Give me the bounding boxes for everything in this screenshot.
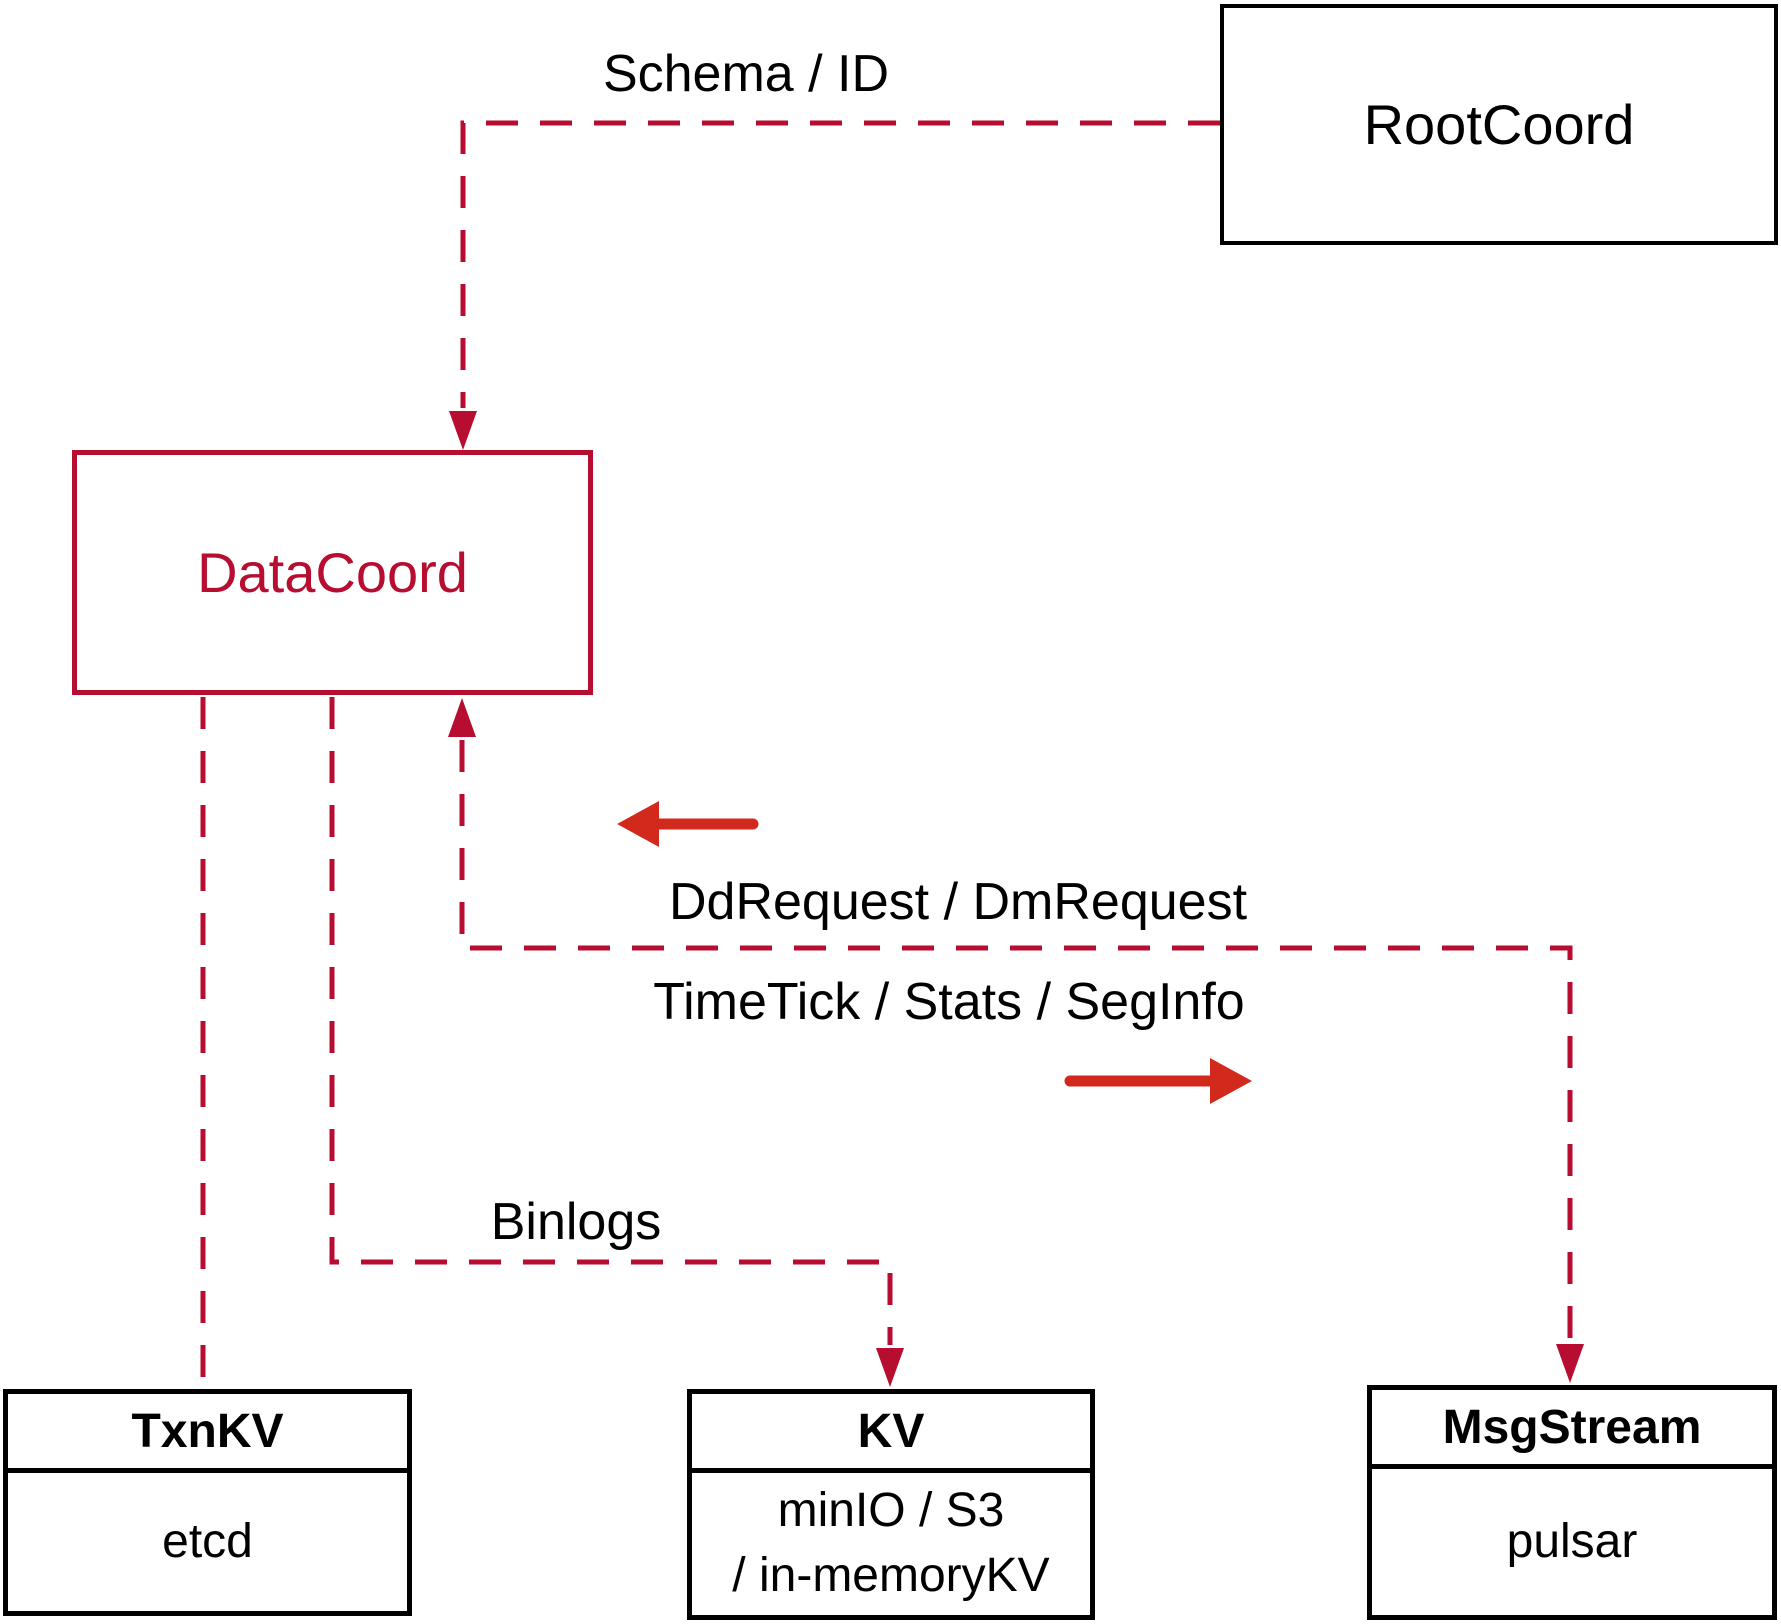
edge-label-schema-id: Schema / ID	[602, 45, 890, 103]
txnkv-title: TxnKV	[8, 1394, 407, 1473]
edge-label-timetick: TimeTick / Stats / SegInfo	[653, 973, 1245, 1031]
node-txnkv: TxnKV etcd	[3, 1389, 412, 1616]
kv-title: KV	[692, 1394, 1090, 1473]
arrowhead-up-into-datacoord-bottom	[448, 698, 476, 737]
edge-datacoord-msgstream	[448, 698, 1584, 1383]
arrowhead-down-into-datacoord-top	[449, 411, 477, 450]
edge-label-binlogs: Binlogs	[490, 1193, 662, 1251]
txnkv-body: etcd	[162, 1514, 253, 1568]
datacoord-label: DataCoord	[197, 541, 468, 604]
arrowhead-down-into-msgstream-top	[1556, 1344, 1584, 1383]
kv-body-line1: minIO / S3	[777, 1484, 1005, 1538]
rootcoord-label: RootCoord	[1363, 93, 1635, 156]
kv-body-line2: / in-memoryKV	[732, 1549, 1050, 1602]
node-datacoord: DataCoord	[72, 450, 593, 695]
arrowhead-down-into-kv-top	[876, 1348, 904, 1387]
msgstream-body: pulsar	[1506, 1514, 1638, 1568]
msgstream-title: MsgStream	[1372, 1390, 1772, 1469]
flow-arrow-right	[1064, 1058, 1252, 1104]
edge-binlogs	[329, 697, 904, 1387]
flow-arrow-left	[617, 801, 759, 847]
node-kv: KV minIO / S3 / in-memoryKV	[687, 1389, 1095, 1620]
edge-schema-id	[449, 120, 1220, 450]
edge-label-ddrequest: DdRequest / DmRequest	[668, 873, 1248, 931]
node-rootcoord: RootCoord	[1220, 4, 1778, 245]
node-msgstream: MsgStream pulsar	[1367, 1385, 1777, 1620]
